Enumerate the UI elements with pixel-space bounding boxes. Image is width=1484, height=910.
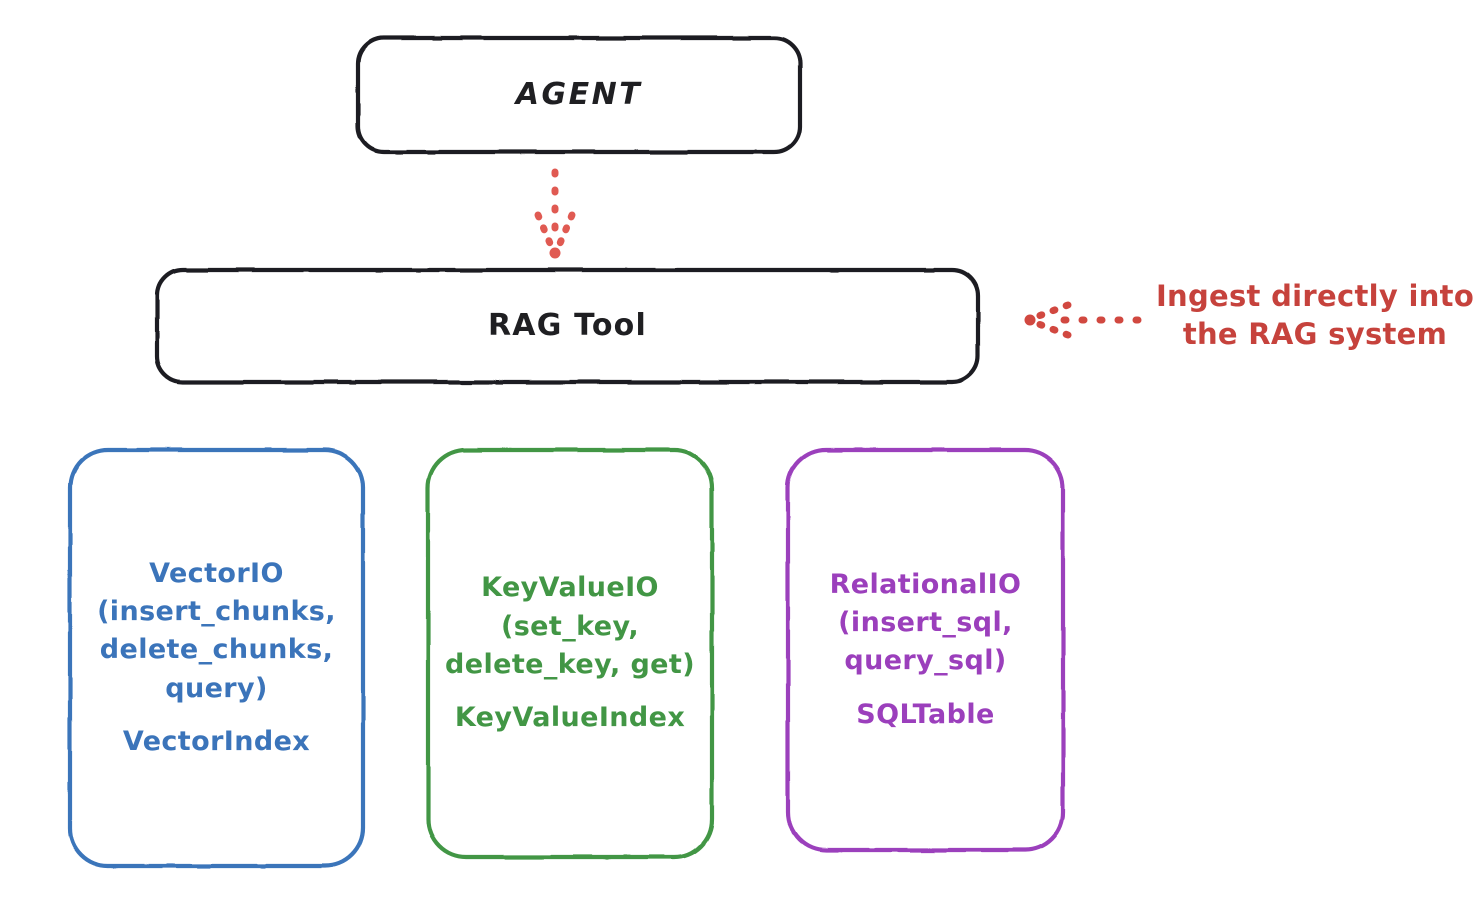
agent-label: AGENT [515,76,643,112]
vector-io-api-label: VectorIO (insert_chunks, delete_chunks, … [97,557,336,704]
ingest-annotation-text: Ingest directly into the RAG system [1155,279,1475,352]
vector-io-box-outline[interactable] [67,447,366,869]
key-value-io-spacer [445,684,695,699]
agent-node[interactable]: AGENT [358,38,800,152]
agent-to-rag-tool-connector-icon [534,168,576,259]
rag-tool-box-outline[interactable] [154,267,981,385]
rag-tool-label: RAG Tool [488,307,647,343]
vector-io-spacer [97,708,336,723]
key-value-io-box-outline[interactable] [425,447,715,860]
vector-io-index-label: VectorIndex [122,726,311,758]
vector-io-node[interactable]: VectorIO (insert_chunks, delete_chunks, … [70,450,363,866]
key-value-io-api-label: KeyValueIO (set_key, delete_key, get) [445,572,695,680]
key-value-io-index-label: KeyValueIndex [454,702,686,734]
rag-tool-node[interactable]: RAG Tool [157,270,978,382]
agent-box-outline[interactable] [355,35,803,155]
relational-io-api-label: RelationalIO (insert_sql, query_sql) [829,568,1022,677]
relational-io-spacer [830,681,1022,696]
relational-io-node[interactable]: RelationalIO (insert_sql, query_sql) SQL… [788,450,1063,850]
relational-io-index-label: SQLTable [856,698,995,730]
ingest-to-rag-tool-connector-icon [1024,301,1142,339]
key-value-io-node[interactable]: KeyValueIO (set_key, delete_key, get) Ke… [428,450,712,857]
relational-io-box-outline[interactable] [785,447,1066,853]
